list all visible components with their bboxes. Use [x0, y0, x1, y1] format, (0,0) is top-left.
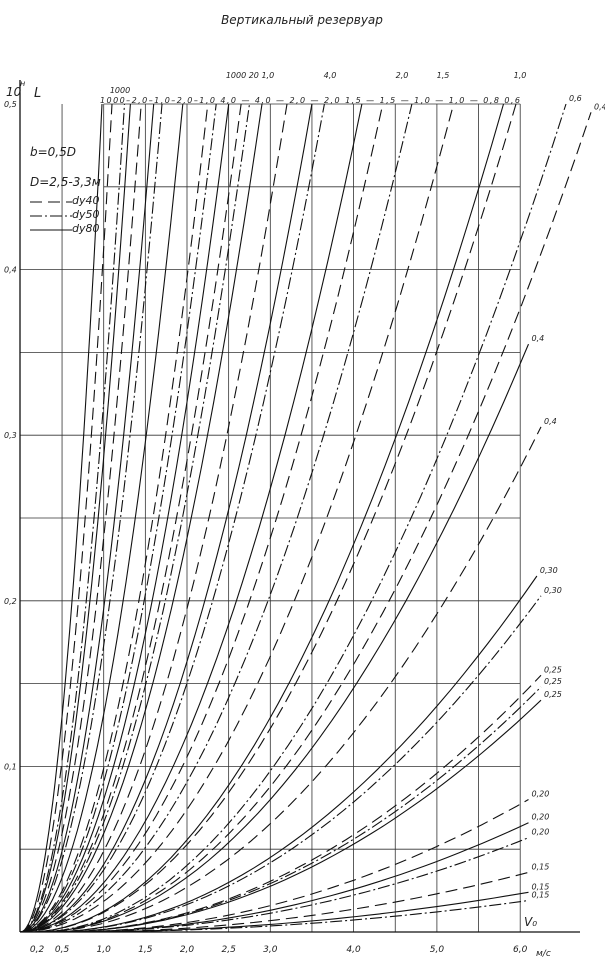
legend-label-dy80: dy80 [72, 222, 100, 235]
series-label: 0,20 [532, 828, 550, 837]
series-label: 0,25 [544, 677, 562, 686]
y-axis-exponent: н [20, 79, 25, 88]
series-curve [37, 343, 530, 933]
series-label: 0,4 [532, 334, 545, 343]
series-label: 0,30 [544, 586, 562, 595]
series-curve [20, 103, 251, 933]
top-label: 1,5 [437, 71, 450, 80]
series-curve [20, 103, 126, 933]
series-curve [53, 699, 542, 933]
series-curve [20, 103, 113, 933]
series-curve [45, 595, 542, 933]
x-axis-label: V₀ [524, 915, 537, 929]
x-tick-label: 5,0 [430, 945, 445, 955]
top-labels-upper: 1000 1000 20 1,0 4,0 2,0 1,5 1,0 [110, 71, 527, 95]
x-tick-label: 1,0 [97, 945, 112, 955]
series-curve [53, 686, 542, 933]
series-curve [61, 822, 529, 933]
series-label: 0,4 [594, 102, 605, 111]
series-curve [61, 799, 529, 933]
x-tick-label: 0,5 [55, 945, 70, 955]
series-curve [20, 103, 155, 933]
y-tick-label: 0,3 [4, 431, 17, 440]
legend-label-dy50: dy50 [72, 208, 100, 221]
series-label: 0,15 [532, 891, 550, 900]
series-curve [28, 103, 517, 933]
top-labels: 1000–2,0–1,0–2,0–1,0 4,0 — 4,0 — 2,0 — 2… [100, 96, 520, 105]
y-axis-prefix: 10 [6, 85, 22, 99]
series-curve [20, 103, 363, 933]
series-curve [20, 103, 413, 933]
axes: 10 н L V₀ м/с 0,2 0,5 1,0 1,5 2,0 2,5 3,0 4,0 5,… [4, 79, 580, 959]
grid [20, 103, 521, 932]
x-tick-label: 2,0 [180, 945, 195, 955]
series-curve [20, 103, 184, 933]
series-label: 0,20 [532, 813, 550, 822]
series-label: 0,25 [544, 690, 562, 699]
series-curve [20, 103, 384, 933]
curves: 0,6 0,4 0,4 0,4 0,30 0,30 0,25 0,25 0,25 0,20 0,20… [20, 94, 605, 933]
series-curve [20, 103, 313, 933]
series-curve [70, 871, 529, 933]
series-curve [37, 103, 567, 933]
series-label: 0,20 [532, 790, 550, 799]
y-axis-label: L [34, 86, 41, 101]
series-label: 0,6 [569, 94, 582, 103]
y-tick-label: 0,4 [4, 266, 17, 275]
x-tick-label: 1,5 [138, 945, 153, 955]
series-curve [20, 103, 103, 933]
series-curve [20, 103, 455, 933]
top-label: 1000 [110, 86, 130, 95]
series-curve [20, 103, 325, 933]
annotation-b: b=0,5D [30, 145, 76, 159]
legend: b=0,5D D=2,5-3,3м dy40 dy50 dy80 [30, 145, 101, 235]
x-tick-label: 3,0 [263, 945, 278, 955]
series-curve [20, 103, 217, 933]
top-label: 4,0 [324, 71, 337, 80]
series-curve [37, 426, 542, 933]
y-tick-label: 0,2 [4, 597, 17, 606]
series-curve [20, 103, 230, 933]
top-label: 1000 20 1,0 [226, 71, 274, 80]
series-label: 0,30 [540, 566, 558, 575]
x-tick-label: 4,0 [346, 945, 361, 955]
series-curve [70, 899, 529, 933]
x-tick-label: 0,2 [30, 945, 45, 955]
top-label: 1,0 [514, 71, 527, 80]
y-tick-label: 0,5 [4, 100, 17, 109]
top-label: 2,0 [396, 71, 409, 80]
series-curve [20, 103, 263, 933]
series-label: 0,15 [532, 862, 550, 871]
x-tick-label: 6,0 [513, 945, 528, 955]
series-curve [45, 575, 538, 933]
series-label: 0,4 [544, 417, 557, 426]
series-curve [20, 103, 288, 933]
series-curve [20, 103, 242, 933]
series-curve [37, 112, 592, 933]
series-curve [61, 837, 529, 933]
annotation-d: D=2,5-3,3м [30, 175, 101, 189]
series-curve [28, 103, 505, 933]
series-curve [20, 103, 209, 933]
series-curve [20, 103, 142, 933]
chart-title: Вертикальный резервуар [221, 13, 383, 27]
series-curve [20, 103, 163, 933]
series-label: 0,15 [532, 882, 550, 891]
x-axis-unit: м/с [536, 949, 551, 959]
x-tick-label: 2,5 [221, 945, 236, 955]
series-label: 0,25 [544, 665, 562, 674]
legend-label-dy40: dy40 [72, 194, 100, 207]
y-tick-label: 0,1 [4, 762, 17, 771]
series-curve [20, 103, 131, 933]
